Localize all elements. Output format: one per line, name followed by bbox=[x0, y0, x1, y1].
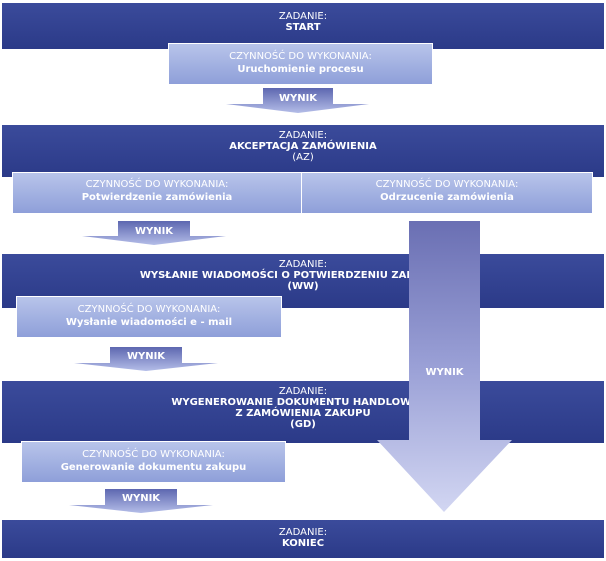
task-code: (GD) bbox=[290, 419, 316, 430]
task-name-line1: WYGENEROWANIE DOKUMENTU HANDLOWEGO bbox=[171, 397, 435, 408]
activity-name: Generowanie dokumentu zakupu bbox=[60, 462, 247, 473]
task-code: (AZ) bbox=[292, 152, 314, 163]
task-label: ZADANIE: bbox=[278, 259, 328, 270]
task-generate-document: ZADANIE: WYGENEROWANIE DOKUMENTU HANDLOW… bbox=[2, 381, 604, 443]
result-arrow-1 bbox=[226, 88, 369, 113]
activity-label: CZYNNOŚĆ DO WYKONANIA: bbox=[77, 304, 221, 315]
result-arrow-reject bbox=[377, 221, 512, 512]
task-name-line2: Z ZAMÓWIENIA ZAKUPU bbox=[235, 408, 371, 419]
task-name: WYSŁANIE WIADOMOŚCI O POTWIERDZENIU ZAMÓ… bbox=[139, 270, 467, 281]
task-code: (WW) bbox=[287, 281, 319, 292]
activity-name: Odrzucenie zamówienia bbox=[380, 192, 514, 203]
activity-start-process: CZYNNOŚĆ DO WYKONANIA: Uruchomienie proc… bbox=[168, 43, 433, 85]
activity-generate-document: CZYNNOŚĆ DO WYKONANIA: Generowanie dokum… bbox=[21, 441, 286, 483]
task-label: ZADANIE: bbox=[278, 386, 328, 397]
task-end: ZADANIE: KONIEC bbox=[2, 520, 604, 558]
activity-label: CZYNNOŚĆ DO WYKONANIA: bbox=[82, 449, 225, 460]
result-label-4: WYNIK bbox=[121, 493, 161, 504]
activity-label: CZYNNOŚĆ DO WYKONANIA: bbox=[229, 51, 372, 62]
result-label-2: WYNIK bbox=[134, 226, 174, 237]
task-name: START bbox=[285, 22, 321, 33]
task-label: ZADANIE: bbox=[278, 11, 328, 22]
activity-label: CZYNNOŚĆ DO WYKONANIA: bbox=[85, 179, 229, 190]
task-name: AKCEPTACJA ZAMÓWIENIA bbox=[229, 141, 377, 152]
activity-label: CZYNNOŚĆ DO WYKONANIA: bbox=[375, 179, 519, 190]
task-acceptance: ZADANIE: AKCEPTACJA ZAMÓWIENIA (AZ) bbox=[2, 125, 604, 177]
result-arrow-3 bbox=[74, 347, 218, 371]
activity-confirm-order: CZYNNOŚĆ DO WYKONANIA: Potwierdzenie zam… bbox=[12, 172, 302, 214]
result-label-1: WYNIK bbox=[278, 93, 318, 104]
task-label: ZADANIE: bbox=[278, 130, 328, 141]
result-arrow-2 bbox=[82, 221, 226, 245]
activity-send-email: CZYNNOŚĆ DO WYKONANIA: Wysłanie wiadomoś… bbox=[16, 296, 282, 338]
activity-name: Potwierdzenie zamówienia bbox=[81, 192, 233, 203]
activity-name: Uruchomienie procesu bbox=[237, 64, 364, 75]
activity-name: Wysłanie wiadomości e - mail bbox=[65, 317, 233, 328]
result-label-reject: WYNIK bbox=[425, 367, 464, 378]
task-name: KONIEC bbox=[281, 538, 325, 549]
task-label: ZADANIE: bbox=[278, 527, 328, 538]
task-start: ZADANIE: START bbox=[2, 3, 604, 49]
activity-reject-order: CZYNNOŚĆ DO WYKONANIA: Odrzucenie zamówi… bbox=[301, 172, 593, 214]
result-label-3: WYNIK bbox=[126, 351, 166, 362]
result-arrow-4 bbox=[69, 489, 213, 513]
